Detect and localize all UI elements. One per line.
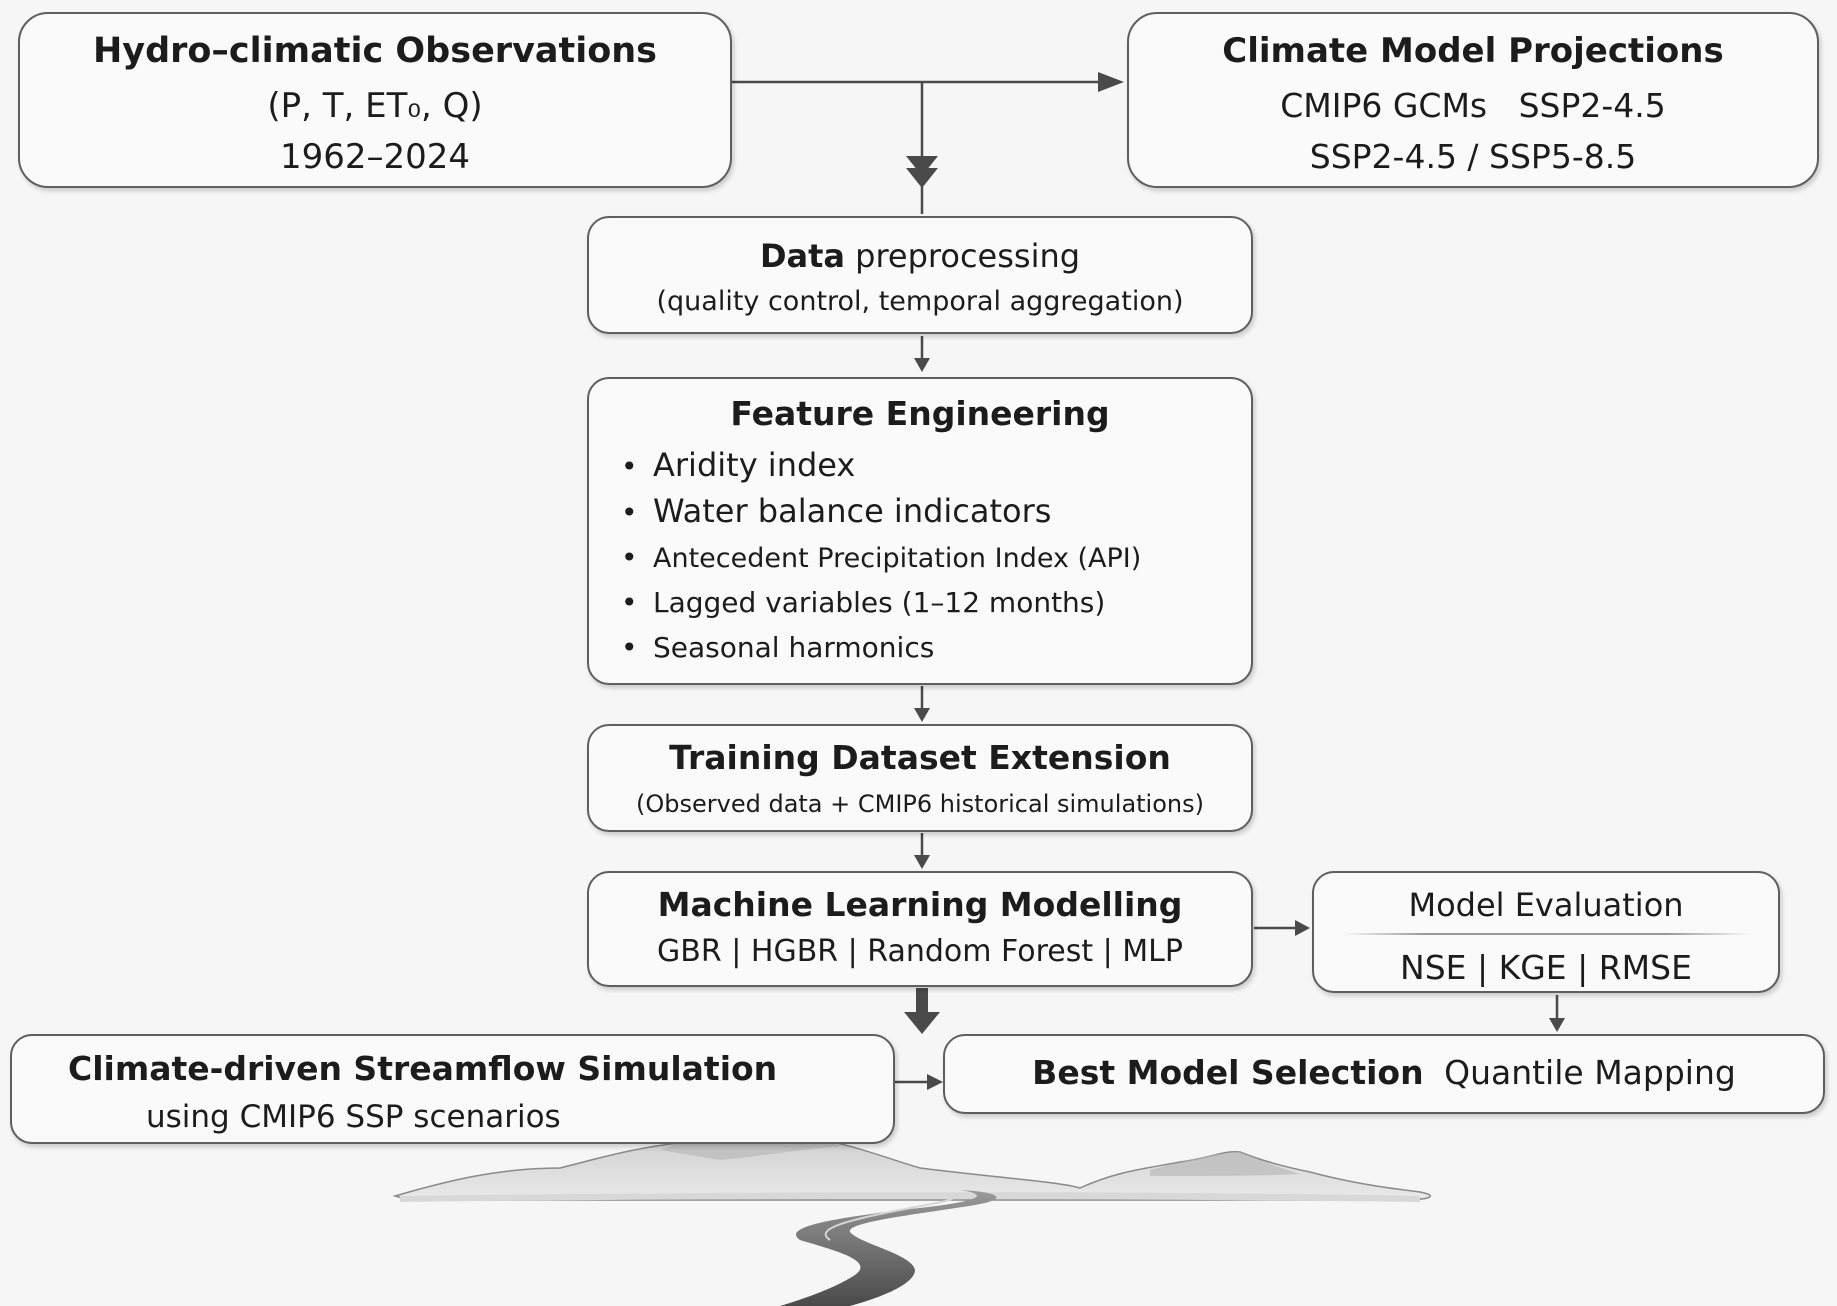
preprocessing-box: Data preprocessing (quality control, tem… bbox=[587, 216, 1253, 334]
projections-scenarios-line2: SSP2-4.5 / SSP5-8.5 bbox=[1309, 137, 1637, 176]
feature-item-lagged: Lagged variables (1–12 months) bbox=[621, 589, 1105, 617]
feature-item-aridity: Aridity index bbox=[621, 449, 855, 481]
feature-item-seasonal: Seasonal harmonics bbox=[621, 634, 934, 662]
features-box: Feature Engineering Aridity index Water … bbox=[587, 377, 1253, 685]
feature-item-water-balance: Water balance indicators bbox=[621, 495, 1051, 527]
evaluation-metrics: NSE | KGE | RMSE bbox=[1400, 948, 1692, 987]
preprocessing-subtitle: (quality control, temporal aggregation) bbox=[656, 286, 1184, 317]
landscape-illustration bbox=[392, 1117, 1432, 1306]
feature-item-api: Antecedent Precipitation Index (API) bbox=[621, 544, 1141, 572]
simulation-title: Climate-driven Streamflow Simulation bbox=[68, 1049, 778, 1088]
simulation-subtitle: using CMIP6 SSP scenarios bbox=[146, 1099, 561, 1135]
training-title: Training Dataset Extension bbox=[669, 738, 1171, 777]
preprocessing-title-bold: Data bbox=[759, 237, 845, 275]
preprocessing-title-rest: preprocessing bbox=[855, 237, 1081, 275]
training-subtitle: (Observed data + CMIP6 historical simula… bbox=[636, 790, 1204, 818]
selection-title: Best Model Selection Quantile Mapping bbox=[945, 1056, 1823, 1089]
simulation-box: Climate-driven Streamflow Simulation usi… bbox=[10, 1034, 895, 1144]
projections-scenarios-line1: CMIP6 GCMs SSP2-4.5 bbox=[1280, 86, 1666, 125]
ml-title: Machine Learning Modelling bbox=[657, 885, 1183, 924]
observations-period: 1962–2024 bbox=[279, 137, 471, 177]
selection-box: Best Model Selection Quantile Mapping bbox=[943, 1034, 1825, 1114]
ml-models: GBR | HGBR | Random Forest | MLP bbox=[657, 934, 1183, 969]
evaluation-divider bbox=[1342, 933, 1750, 935]
ml-box: Machine Learning Modelling GBR | HGBR | … bbox=[587, 871, 1253, 987]
features-title: Feature Engineering bbox=[730, 394, 1110, 433]
observations-box: Hydro–climatic Observations (P, T, ET₀, … bbox=[18, 12, 732, 188]
selection-title-bold: Best Model Selection bbox=[1032, 1053, 1424, 1092]
training-box: Training Dataset Extension (Observed dat… bbox=[587, 724, 1253, 832]
projections-title: Climate Model Projections bbox=[1222, 31, 1724, 71]
evaluation-title: Model Evaluation bbox=[1408, 886, 1684, 924]
observations-title: Hydro–climatic Observations bbox=[92, 31, 658, 71]
evaluation-box: Model Evaluation NSE | KGE | RMSE bbox=[1312, 871, 1780, 993]
selection-title-rest: Quantile Mapping bbox=[1444, 1053, 1736, 1092]
observations-variables: (P, T, ET₀, Q) bbox=[267, 86, 483, 126]
preprocessing-title: Data preprocessing bbox=[589, 240, 1251, 272]
projections-box: Climate Model Projections CMIP6 GCMs SSP… bbox=[1127, 12, 1819, 188]
